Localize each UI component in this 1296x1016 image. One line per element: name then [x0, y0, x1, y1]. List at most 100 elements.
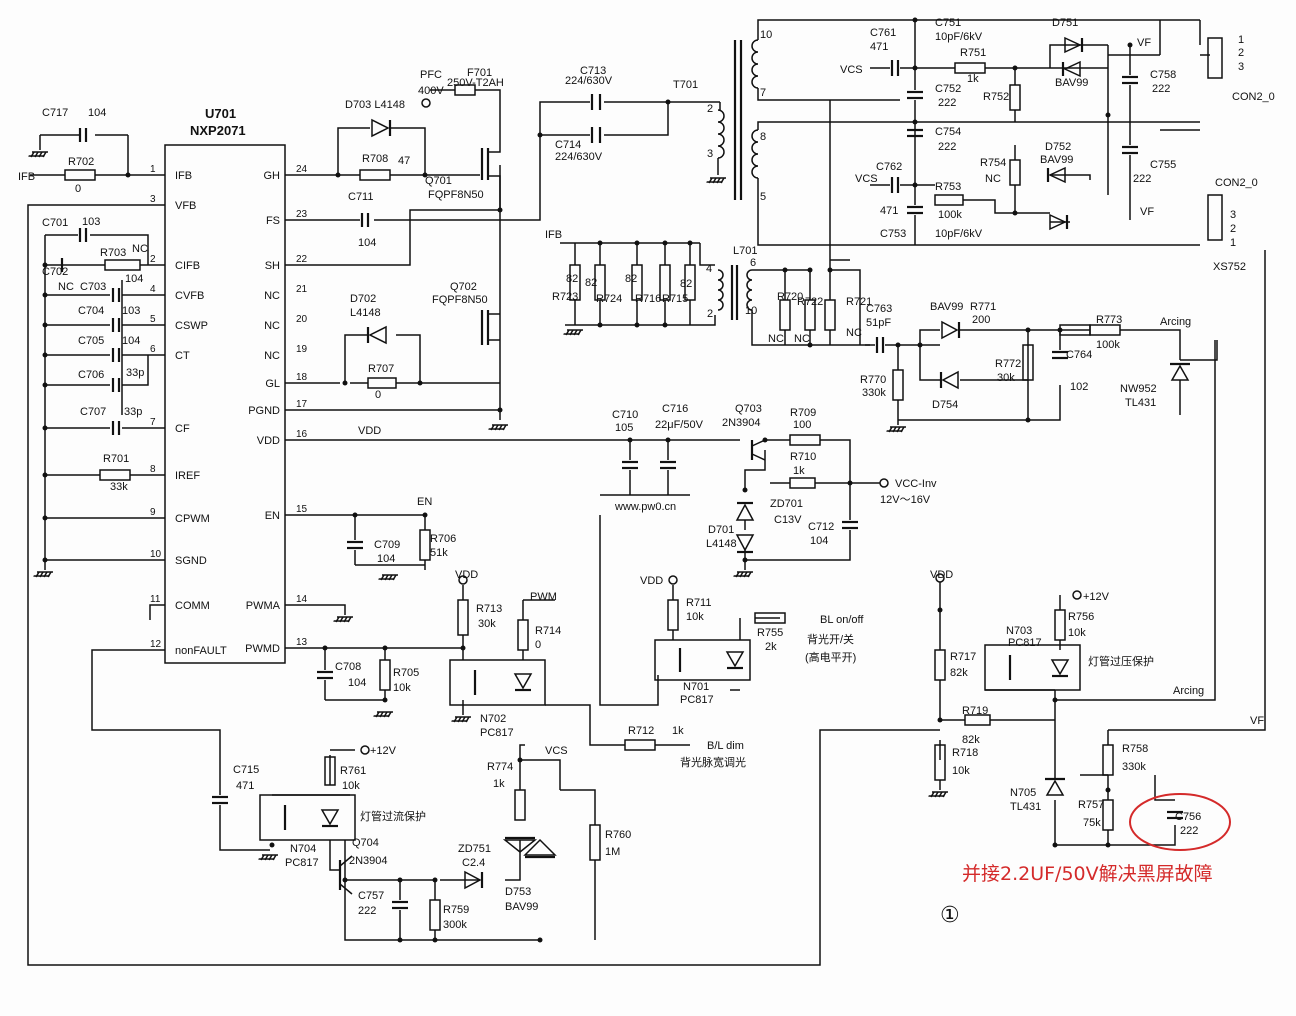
label-pwmnet: PWM	[530, 591, 557, 603]
repair-annotation: 并接2.2UF/50V解决黑屏故障	[962, 863, 1213, 885]
label-bldim: B/L dim	[707, 740, 744, 752]
u701-right-pins: 24GH23FS22SH21NC20NC19NC18GL17PGND16VDD1…	[245, 164, 307, 655]
label-l2: 2	[707, 308, 713, 320]
upper-secondary-wires	[870, 20, 1200, 220]
label-r753: R753	[935, 181, 961, 193]
label-r714: R714	[535, 625, 561, 637]
label-zd751: ZD751	[458, 843, 491, 855]
label-r770: R770	[860, 374, 886, 386]
r707-body	[367, 377, 397, 389]
label-r722: R722	[797, 296, 823, 308]
current-sense-wires	[751, 100, 870, 346]
label-c705v: 104	[122, 335, 140, 347]
label-pfc: PFC	[420, 69, 442, 81]
label-r703: R703	[100, 247, 126, 259]
pin-name-right: EN	[265, 510, 280, 522]
label-r701: R701	[103, 453, 129, 465]
label-c717v: 104	[88, 107, 106, 119]
label-vcs1: VCS	[840, 64, 863, 76]
pin-number-left: 5	[150, 314, 156, 325]
label-r709: R709	[790, 407, 816, 419]
label-c756: C756	[1175, 811, 1201, 823]
label-zd701v: C13V	[774, 514, 802, 526]
u701-part: NXP2071	[190, 123, 246, 138]
label-c712v: 104	[810, 535, 828, 547]
label-r772: R772	[995, 358, 1021, 370]
label-r711: R711	[686, 597, 711, 609]
label-c707v: 33p	[124, 406, 142, 418]
label-nw952: NW952	[1120, 383, 1157, 395]
d703-diode	[371, 118, 390, 138]
pin-number-left: 12	[150, 639, 162, 650]
pin-number-right: 23	[296, 209, 308, 220]
pin-number-right: 17	[296, 399, 308, 410]
label-d754: D754	[932, 399, 958, 411]
label-l6: 6	[750, 257, 756, 269]
label-pfcv: 400V	[418, 85, 444, 97]
label-r760v: 1M	[605, 846, 620, 858]
label-r752: R752	[983, 91, 1009, 103]
label-c755v: 222	[1133, 173, 1151, 185]
resonant-caps-wire	[500, 101, 721, 221]
label-r714v: 0	[535, 639, 541, 651]
label-c714v: 224/630V	[555, 151, 603, 163]
label-v12b: +12V	[1083, 591, 1110, 603]
label-c709: C709	[374, 539, 400, 551]
label-r770v: 330k	[862, 387, 886, 399]
t701-secondary-wires	[717, 19, 1200, 246]
label-ifbo: IFB	[545, 229, 562, 241]
label-r721: R721	[846, 296, 872, 308]
label-c762v: 471	[880, 205, 898, 217]
label-q701: Q701	[425, 175, 452, 187]
label-vdd2: VDD	[455, 569, 478, 581]
label-r702v: 0	[75, 183, 81, 195]
label-nc2: NC	[794, 333, 810, 345]
label-c764v: 102	[1070, 381, 1088, 393]
pin-name-left: CSWP	[175, 320, 208, 332]
label-r706v: 51k	[430, 547, 448, 559]
label-d753p: BAV99	[505, 901, 538, 913]
pin-name-left: SGND	[175, 555, 207, 567]
label-r708v: 47	[398, 155, 410, 167]
label-d701: D701	[708, 524, 734, 536]
label-r705v: 10k	[393, 682, 411, 694]
label-c706: C706	[78, 369, 104, 381]
label-q1: 1	[1230, 237, 1236, 249]
label-c711: C711	[348, 191, 373, 203]
pin-number-left: 7	[150, 417, 156, 428]
label-c702: C702	[42, 266, 68, 278]
label-c751: C751	[935, 17, 961, 29]
label-r719: R719	[962, 705, 988, 717]
pin-number-right: 14	[296, 594, 308, 605]
label-c757v: 222	[358, 905, 376, 917]
label-r773v: 100k	[1096, 339, 1120, 351]
pin-name-right: NC	[264, 350, 280, 362]
label-r720: R720	[777, 291, 803, 303]
label-r709v: 100	[793, 419, 811, 431]
pin-number-left: 11	[150, 594, 161, 605]
label-r755v: 2k	[765, 641, 777, 653]
label-r759v: 300k	[443, 919, 467, 931]
label-d702p: L4148	[350, 307, 381, 319]
label-t3: 3	[707, 148, 713, 160]
label-vf3: VF	[1250, 715, 1264, 727]
label-c710: C710	[612, 409, 638, 421]
label-r707v: 0	[375, 389, 381, 401]
t701-transformer	[717, 39, 759, 200]
vfb-loop-wire	[27, 204, 940, 966]
label-q704p: 2N3904	[349, 855, 388, 867]
label-r719v: 82k	[962, 734, 980, 746]
label-r771: R771	[970, 301, 996, 313]
label-c753v: 10pF/6kV	[935, 228, 983, 240]
pin-name-right: VDD	[257, 435, 280, 447]
label-vccr: 12V～16V	[880, 494, 931, 506]
label-c708: C708	[335, 661, 361, 673]
label-n702p: PC817	[480, 727, 514, 739]
label-r712: R712	[628, 725, 654, 737]
label-ocp: 灯管过流保护	[360, 809, 426, 823]
label-c763: C763	[866, 303, 892, 315]
pin-number-left: 6	[150, 344, 156, 355]
pin-name-left: COMM	[175, 600, 210, 612]
f701-body	[454, 84, 476, 96]
